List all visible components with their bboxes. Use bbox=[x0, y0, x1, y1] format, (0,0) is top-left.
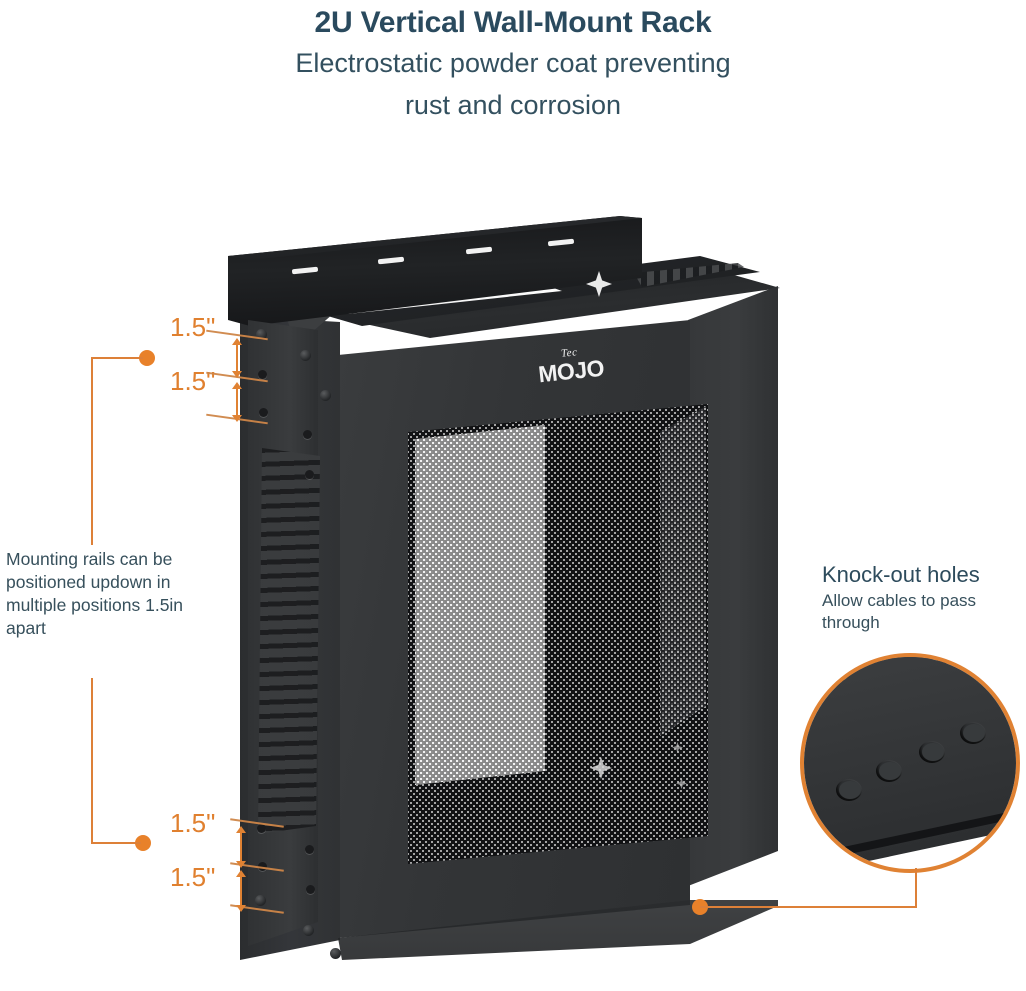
page-subtitle-line-2: rust and corrosion bbox=[404, 89, 622, 120]
rail-screw-bottom-2 bbox=[303, 925, 314, 936]
knock-out-callout-title: Knock-out holes bbox=[822, 562, 980, 587]
rail-hole-mid-1 bbox=[305, 470, 314, 479]
dimension-label-top-upper: 1.5" bbox=[170, 312, 216, 342]
mesh-right-edge-band bbox=[660, 406, 706, 736]
leader-line-bottom-horizontal bbox=[91, 842, 141, 844]
rail-screw-top-1 bbox=[256, 329, 267, 340]
knock-out-hole-1 bbox=[836, 779, 862, 801]
knock-out-callout-body: Allow cables to pass through bbox=[822, 591, 977, 633]
mounting-rails-callout-text: Mounting rails can be positioned updown … bbox=[6, 549, 184, 639]
knock-out-hole-4 bbox=[960, 722, 986, 744]
mesh-small-knockout-2 bbox=[676, 778, 687, 789]
side-ventilation-slots bbox=[258, 448, 320, 834]
rail-hole-bottom-1 bbox=[257, 824, 266, 833]
header-block: 2U Vertical Wall-Mount Rack Electrostati… bbox=[0, 0, 1026, 122]
dimension-label-top-lower: 1.5" bbox=[170, 366, 216, 396]
rail-hole-top-3 bbox=[303, 430, 312, 439]
leader-dot-top bbox=[139, 350, 155, 366]
rail-hole-top-2 bbox=[259, 408, 268, 417]
rail-screw-bottom-1 bbox=[255, 895, 266, 906]
knock-out-hole-3 bbox=[919, 741, 945, 763]
dimension-label-bottom-upper: 1.5" bbox=[170, 808, 216, 838]
rail-screw-top-3 bbox=[320, 390, 331, 401]
dimension-arrow-top-lower bbox=[232, 382, 242, 422]
dimension-arrow-top-upper bbox=[232, 338, 242, 378]
dimension-arrow-bottom-upper bbox=[236, 826, 246, 868]
knock-out-hole-2 bbox=[876, 760, 902, 782]
leader-line-top-horizontal bbox=[91, 357, 143, 359]
leader-line-top-vertical bbox=[91, 357, 93, 545]
rail-screw-bottom-3 bbox=[330, 948, 341, 959]
rail-screw-top-2 bbox=[300, 350, 311, 361]
leader-line-bottom-vertical bbox=[91, 678, 93, 844]
rail-hole-top-1 bbox=[258, 370, 267, 379]
rail-hole-bottom-3 bbox=[305, 845, 314, 854]
mesh-small-knockout-1 bbox=[672, 742, 683, 753]
knock-out-leader-horizontal bbox=[700, 906, 916, 908]
page-subtitle-line-1: Electrostatic powder coat preventing bbox=[295, 48, 731, 78]
page-title: 2U Vertical Wall-Mount Rack bbox=[314, 6, 712, 39]
leader-dot-bottom bbox=[135, 835, 151, 851]
dimension-label-bottom-lower: 1.5" bbox=[170, 862, 216, 892]
knock-out-callout: Knock-out holes Allow cables to pass thr… bbox=[822, 562, 1022, 634]
magnifier-content bbox=[804, 657, 1016, 869]
mesh-reflection-highlight bbox=[415, 425, 545, 785]
rail-hole-bottom-4 bbox=[306, 885, 315, 894]
dimension-arrow-bottom-lower bbox=[236, 870, 246, 912]
knock-out-magnifier-circle bbox=[800, 653, 1020, 873]
knock-out-leader-vertical bbox=[915, 868, 917, 908]
